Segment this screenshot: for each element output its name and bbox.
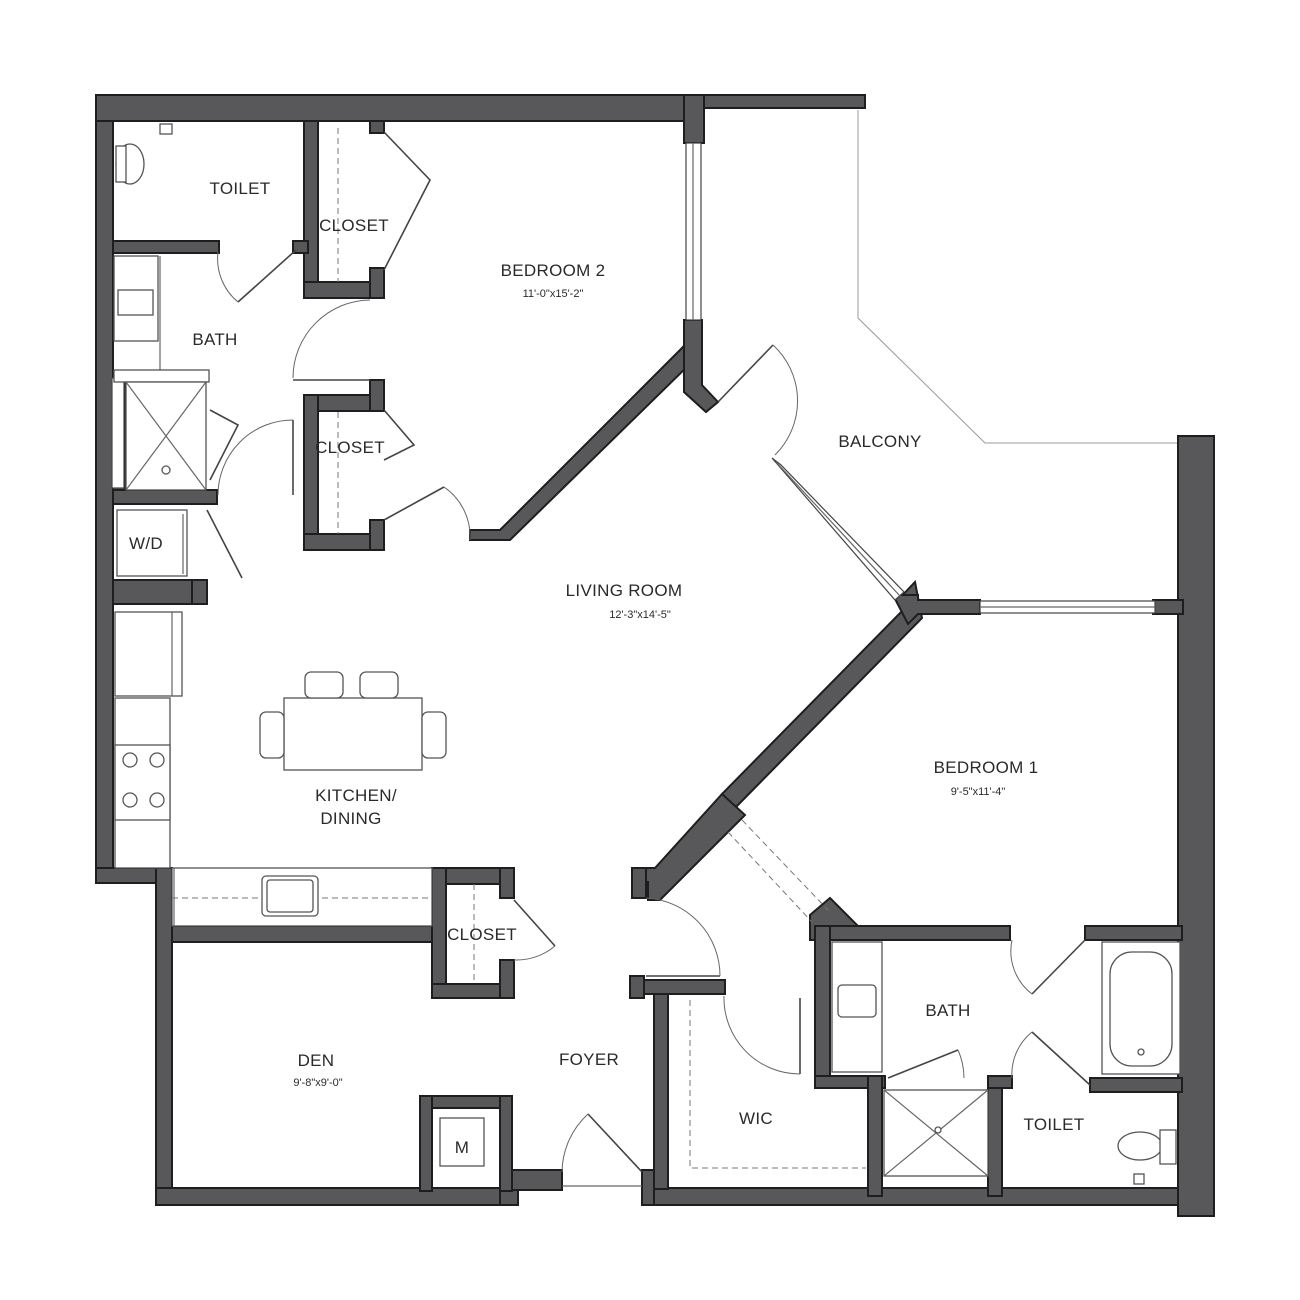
- bath-right-sink: [831, 941, 883, 1073]
- label-toilet-top: TOILET: [209, 179, 270, 198]
- label-balcony: BALCONY: [838, 432, 921, 451]
- washer-dryer: [116, 509, 188, 577]
- toilet-right-fixture: [1117, 1129, 1177, 1185]
- label-kitchen-1: KITCHEN/: [315, 786, 397, 805]
- label-living: LIVING ROOM: [566, 581, 683, 600]
- door-balcony[interactable]: [717, 344, 799, 456]
- bathtub: [1101, 941, 1181, 1075]
- label-bath-left: BATH: [192, 330, 237, 349]
- label-mech: M: [455, 1138, 469, 1157]
- door-entry[interactable]: [561, 1113, 643, 1187]
- label-closet-b2-top: CLOSET: [319, 216, 389, 235]
- dim-bedroom1: 9'-5"x11'-4": [951, 786, 1006, 798]
- dim-bedroom2: 11'-0"x15'-2": [523, 288, 584, 300]
- label-foyer: FOYER: [559, 1050, 619, 1069]
- shower-left: [125, 381, 207, 491]
- door-toilet-right[interactable]: [1011, 1031, 1091, 1086]
- door-bath-right[interactable]: [1010, 939, 1086, 995]
- door-bath-left[interactable]: [209, 409, 294, 496]
- label-wd: W/D: [129, 534, 163, 553]
- shower-right: [883, 1089, 989, 1177]
- interior-walls: [112, 120, 1184, 1197]
- door-shower-right[interactable]: [887, 1049, 965, 1079]
- bath-left-sink: [113, 255, 210, 383]
- doors: [206, 131, 1091, 1187]
- door-closet-foyer[interactable]: [513, 899, 556, 961]
- label-wic: WIC: [739, 1109, 773, 1128]
- label-kitchen-2: DINING: [320, 809, 381, 828]
- toilet-top-fixture: [115, 123, 173, 185]
- door-toilet-top[interactable]: [217, 249, 297, 303]
- label-closet-foyer: CLOSET: [447, 925, 517, 944]
- label-toilet-right: TOILET: [1023, 1115, 1084, 1134]
- windows: [111, 142, 1156, 614]
- label-bedroom1: BEDROOM 1: [934, 758, 1039, 777]
- label-den: DEN: [298, 1051, 335, 1070]
- kitchen-counter: [171, 867, 433, 927]
- label-bedroom2: BEDROOM 2: [501, 261, 606, 280]
- door-bedroom2[interactable]: [292, 299, 371, 381]
- dim-living: 12'-3"x14'-5": [609, 609, 671, 621]
- door-wd[interactable]: [206, 509, 243, 579]
- door-wic[interactable]: [645, 897, 721, 977]
- door-closet-top[interactable]: [383, 131, 431, 271]
- door-wic-inner[interactable]: [723, 995, 801, 1075]
- dim-den: 9'-8"x9'-0": [293, 1077, 342, 1089]
- fixtures: [113, 123, 1181, 1185]
- refrigerator: [114, 611, 183, 697]
- door-closet-bottom[interactable]: [383, 409, 471, 541]
- range: [114, 697, 171, 869]
- dining-table: [259, 671, 447, 771]
- label-closet-b2-bottom: CLOSET: [315, 438, 385, 457]
- balcony-outline: [857, 110, 1178, 444]
- room-labels: TOILET CLOSET BEDROOM 2 11'-0"x15'-2" BA…: [129, 179, 1084, 1157]
- label-bath-right: BATH: [925, 1001, 970, 1020]
